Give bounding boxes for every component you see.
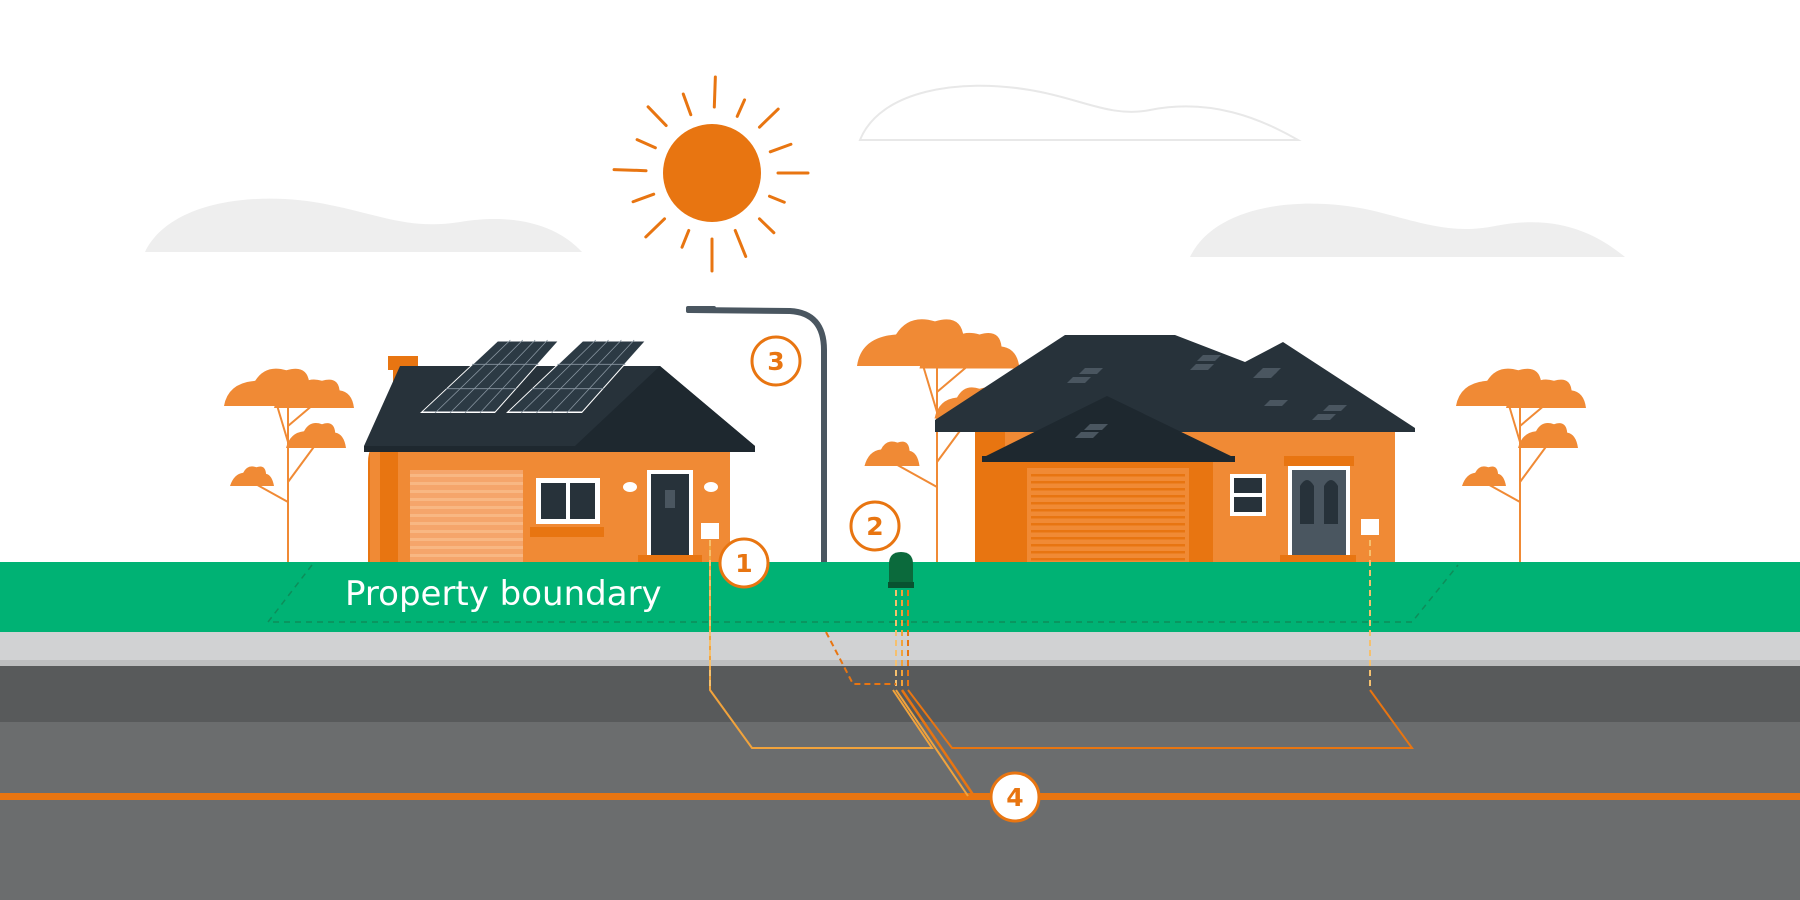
svg-text:1: 1 bbox=[735, 549, 752, 578]
cable-feeder bbox=[900, 689, 976, 797]
roof-tiles-right bbox=[1067, 355, 1347, 438]
marker-2: 2 bbox=[849, 500, 901, 552]
cloud-right bbox=[1190, 203, 1625, 257]
garage-door-right bbox=[1031, 474, 1185, 561]
cloud-left bbox=[145, 198, 582, 252]
property-boundary-label: Property boundary bbox=[345, 574, 662, 614]
cable-routes bbox=[709, 540, 1414, 797]
marker-1: 1 bbox=[718, 537, 770, 589]
sun-icon bbox=[612, 75, 810, 273]
cable-house-right bbox=[907, 689, 1414, 749]
main-power-line bbox=[0, 793, 1800, 800]
marker-3: 3 bbox=[750, 335, 802, 387]
svg-text:3: 3 bbox=[767, 347, 784, 376]
svg-text:4: 4 bbox=[1006, 783, 1023, 812]
marker-4: 4 bbox=[989, 771, 1041, 823]
trees bbox=[224, 319, 1586, 562]
ground bbox=[0, 562, 1800, 900]
house-left bbox=[364, 339, 755, 563]
svg-text:2: 2 bbox=[866, 512, 883, 541]
house-right bbox=[935, 335, 1415, 563]
cloud-top-outline bbox=[858, 84, 1302, 141]
property-boundary-outline bbox=[266, 564, 1459, 623]
solar-panel-icon bbox=[420, 339, 647, 414]
connection-pillar-icon bbox=[888, 552, 914, 588]
clouds bbox=[145, 84, 1625, 257]
garage-door-left bbox=[410, 474, 523, 557]
